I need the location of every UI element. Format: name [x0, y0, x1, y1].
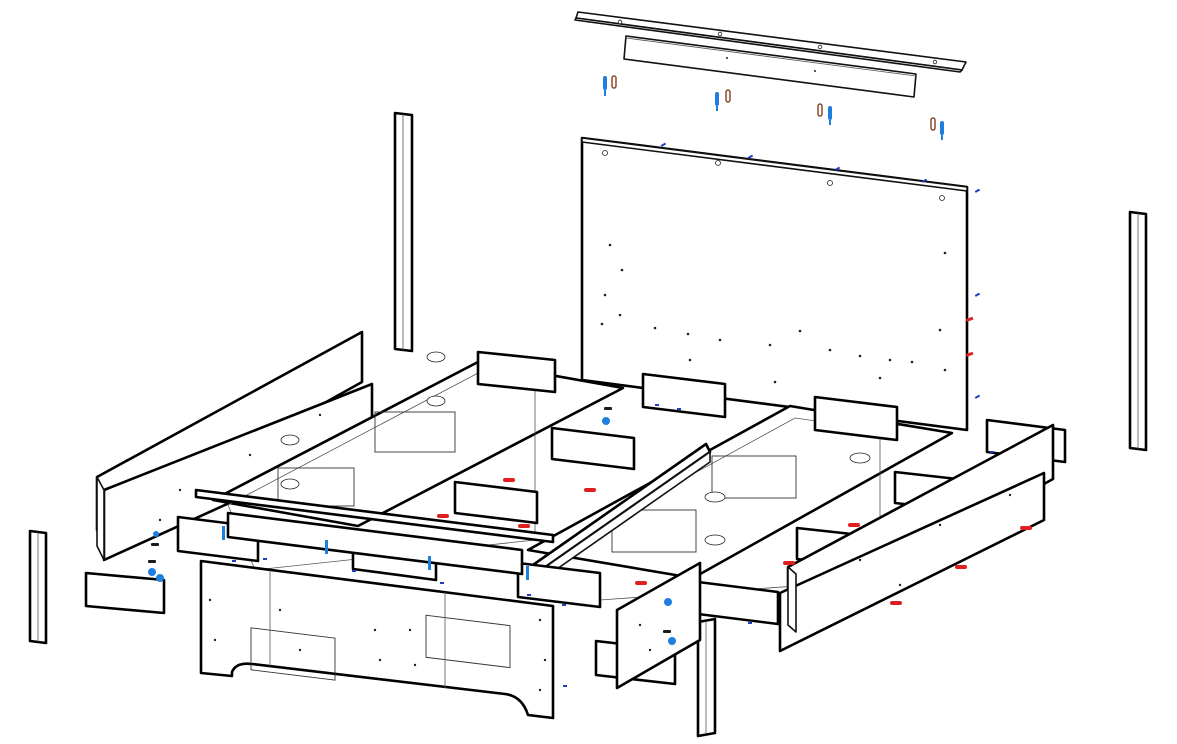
dark-bolts — [148, 407, 671, 633]
right-front-panel — [615, 561, 702, 690]
blue-pin — [603, 76, 607, 96]
red-dowels — [437, 478, 1032, 605]
headboard-pins — [603, 75, 944, 140]
brown-pin — [725, 89, 731, 103]
left-slat-panel — [211, 351, 625, 571]
brown-pin — [611, 75, 617, 89]
navy-cams — [232, 404, 994, 687]
blue-bolts — [148, 417, 676, 645]
left-tall-post — [393, 111, 414, 353]
footboard-panel — [199, 559, 555, 720]
brown-pin — [817, 103, 823, 117]
right-tall-post — [1128, 210, 1148, 452]
header-top-rail — [574, 11, 967, 73]
blue-pin — [828, 106, 832, 125]
headboard-panel — [580, 136, 981, 432]
blue-pin — [715, 92, 719, 111]
left-short-post — [28, 529, 48, 645]
right-side-rail — [778, 423, 1055, 653]
header-lower-rail — [623, 35, 917, 98]
front-short-post — [696, 617, 717, 738]
blue-pin — [940, 121, 944, 140]
front-cross-rail — [194, 488, 555, 576]
brown-pin — [930, 117, 936, 131]
